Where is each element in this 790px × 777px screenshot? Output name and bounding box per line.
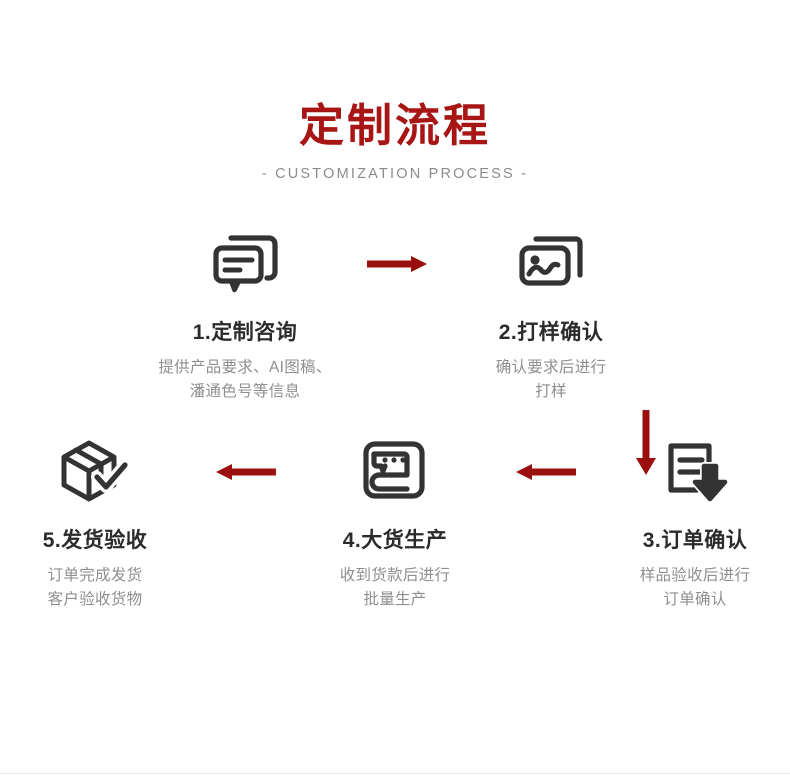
page-title: 定制流程 bbox=[298, 100, 491, 151]
process-flow: 1.定制咨询 提供产品要求、AI图稿、 潘通色号等信息 bbox=[0, 224, 790, 612]
step-description-line: 批量生产 bbox=[363, 591, 427, 609]
sewing-machine-icon bbox=[300, 432, 490, 512]
step-description-line: 样品验收后进行 bbox=[639, 567, 751, 585]
step-description-line: 收到货款后进行 bbox=[339, 567, 451, 585]
step-title: 5.发货验收 bbox=[42, 528, 148, 552]
process-row-top: 1.定制咨询 提供产品要求、AI图稿、 潘通色号等信息 bbox=[0, 224, 790, 404]
step-title: 3.订单确认 bbox=[642, 528, 748, 552]
process-step-3[interactable]: 3.订单确认 样品验收后进行 订单确认 bbox=[600, 432, 790, 612]
package-check-icon bbox=[0, 432, 190, 512]
process-step-4[interactable]: 4.大货生产 收到货款后进行 批量生产 bbox=[300, 432, 490, 612]
step-description-line: 订单确认 bbox=[663, 591, 727, 609]
step-description-line: 潘通色号等信息 bbox=[189, 382, 301, 400]
page-subtitle: - CUSTOMIZATION PROCESS - bbox=[261, 165, 529, 182]
document-download-icon bbox=[600, 432, 790, 512]
process-step-1[interactable]: 1.定制咨询 提供产品要求、AI图稿、 潘通色号等信息 bbox=[147, 224, 343, 404]
arrow-step4-to-step5 bbox=[190, 432, 300, 512]
step-description-line: 提供产品要求、AI图稿、 bbox=[158, 358, 332, 376]
process-step-2[interactable]: 2.打样确认 确认要求后进行 打样 bbox=[453, 224, 649, 404]
step-description: 订单完成发货 客户验收货物 bbox=[0, 564, 190, 612]
step-title: 4.大货生产 bbox=[342, 528, 448, 552]
arrow-step1-to-step2 bbox=[343, 224, 453, 304]
footer-divider bbox=[0, 773, 790, 774]
step-description-line: 订单完成发货 bbox=[47, 567, 143, 585]
step-title: 2.打样确认 bbox=[498, 320, 604, 344]
step-description: 收到货款后进行 批量生产 bbox=[300, 564, 490, 612]
step-description: 确认要求后进行 打样 bbox=[453, 356, 649, 404]
step-description-line: 客户验收货物 bbox=[47, 591, 143, 609]
chat-bubbles-icon bbox=[147, 224, 343, 304]
page-header: 定制流程 - CUSTOMIZATION PROCESS - bbox=[0, 0, 790, 182]
image-frames-icon bbox=[453, 224, 649, 304]
step-description: 提供产品要求、AI图稿、 潘通色号等信息 bbox=[147, 356, 343, 404]
step-description-line: 确认要求后进行 bbox=[495, 358, 607, 376]
arrow-step2-to-step3 bbox=[633, 409, 673, 482]
process-step-5[interactable]: 5.发货验收 订单完成发货 客户验收货物 bbox=[0, 432, 190, 612]
step-description: 样品验收后进行 订单确认 bbox=[600, 564, 790, 612]
arrow-step3-to-step4 bbox=[490, 432, 600, 512]
process-row-bottom: 5.发货验收 订单完成发货 客户验收货物 bbox=[0, 432, 790, 612]
step-title: 1.定制咨询 bbox=[192, 320, 298, 344]
step-description-line: 打样 bbox=[535, 382, 567, 400]
